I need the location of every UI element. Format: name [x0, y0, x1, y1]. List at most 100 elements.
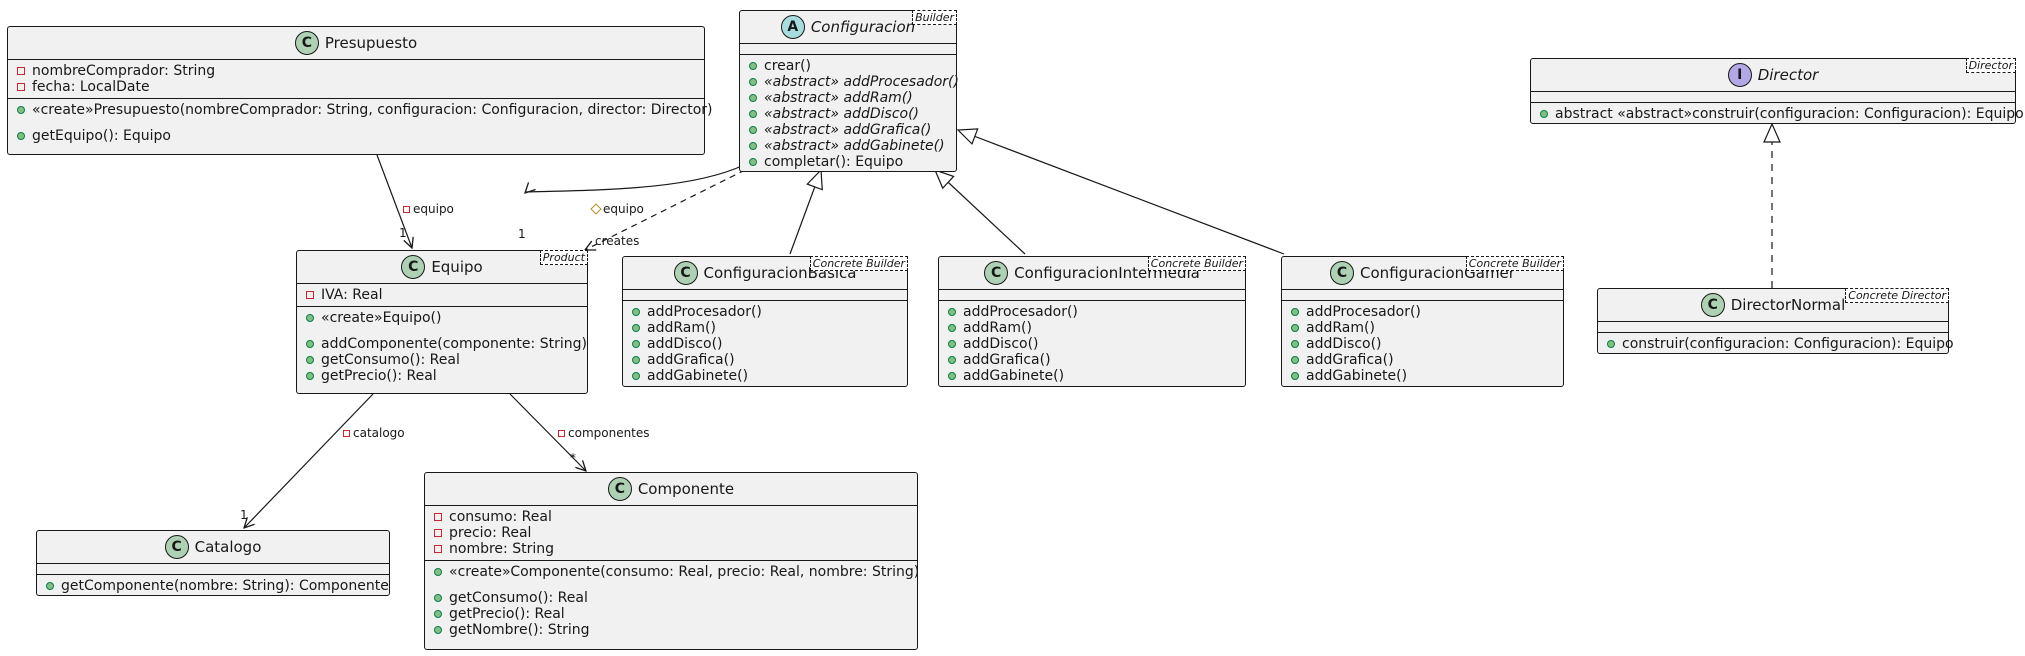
- interface-i-icon: I: [1727, 63, 1752, 87]
- class-c-icon: C: [1700, 293, 1725, 317]
- methods-section: abstract «abstract»construir(configuraci…: [1531, 103, 2024, 125]
- edge-label-presupuesto-equipo: equipo: [402, 202, 454, 216]
- public-icon: [1606, 340, 1616, 348]
- private-icon: [557, 430, 565, 437]
- stereotype-tag: Director: [1965, 58, 2016, 73]
- method-row: getConsumo(): Real: [297, 352, 587, 368]
- attribute-row: IVA: Real: [297, 287, 587, 303]
- public-icon: [433, 610, 443, 618]
- class-catalogo: C Catalogo getComponente(nombre: String)…: [36, 530, 390, 596]
- public-icon: [748, 110, 758, 118]
- edge-label-text: equipo: [603, 202, 644, 216]
- method-row: addGrafica(): [1282, 352, 1563, 368]
- public-icon: [16, 106, 26, 114]
- method-text: getConsumo(): Real: [321, 352, 460, 368]
- method-text: «create»Componente(consumo: Real, precio…: [449, 564, 920, 580]
- protected-icon: [592, 205, 600, 213]
- method-row: «abstract» addRam(): [740, 90, 956, 106]
- edge-label-text: equipo: [413, 202, 454, 216]
- attributes-section: [939, 290, 1245, 301]
- method-row: addGrafica(): [939, 352, 1245, 368]
- private-icon: [433, 545, 443, 553]
- multiplicity-equipo-catalogo: 1: [240, 508, 248, 522]
- method-text: getEquipo(): Equipo: [32, 128, 171, 144]
- public-icon: [947, 372, 957, 380]
- edge-label-configuracion-equipo: equipo: [592, 202, 644, 216]
- method-row: addRam(): [623, 320, 907, 336]
- edge-label-equipo-catalogo: catalogo: [342, 426, 405, 440]
- public-icon: [631, 340, 641, 348]
- attributes-section: consumo: Real precio: Real nombre: Strin…: [425, 506, 917, 561]
- method-row: «create»Equipo(): [297, 310, 587, 326]
- class-configuracion: A Configuracion Builder crear() «abstrac…: [739, 10, 959, 172]
- stereotype-tag: Concrete Builder: [1147, 256, 1246, 271]
- edge-label-creates: creates: [595, 234, 639, 248]
- private-icon: [402, 206, 410, 213]
- class-header: C Equipo Product: [297, 250, 588, 284]
- public-icon: [748, 94, 758, 102]
- class-header: C ConfiguracionBasica Concrete Builder: [623, 256, 908, 290]
- method-row: addProcesador(): [939, 304, 1245, 320]
- attributes-section: IVA: Real: [297, 284, 587, 307]
- method-row: addDisco(): [623, 336, 907, 352]
- multiplicity-equipo-componentes: *: [570, 451, 576, 465]
- class-c-icon: C: [607, 477, 632, 501]
- public-icon: [748, 142, 758, 150]
- public-icon: [748, 126, 758, 134]
- class-name: Equipo: [431, 258, 483, 276]
- public-icon: [1290, 356, 1300, 364]
- public-icon: [1539, 110, 1549, 118]
- public-icon: [631, 324, 641, 332]
- class-c-icon: C: [294, 31, 319, 55]
- method-row: abstract «abstract»construir(configuraci…: [1531, 106, 2024, 122]
- attribute-text: precio: Real: [449, 525, 532, 541]
- method-row: addGabinete(): [1282, 368, 1563, 384]
- method-text: «abstract» addRam(): [764, 90, 913, 106]
- class-c-icon: C: [673, 261, 698, 285]
- methods-section: construir(configuracion: Configuracion):…: [1598, 333, 1954, 355]
- method-row: completar(): Equipo: [740, 154, 956, 170]
- method-row: addDisco(): [939, 336, 1245, 352]
- method-text: addComponente(componente: String): [321, 336, 587, 352]
- method-row: getNombre(): String: [425, 622, 917, 638]
- public-icon: [1290, 372, 1300, 380]
- abstract-class-a-icon: A: [780, 15, 805, 39]
- stereotype-tag: Concrete Builder: [1465, 256, 1564, 271]
- method-text: «abstract» addDisco(): [764, 106, 920, 122]
- private-icon: [16, 67, 26, 75]
- method-row: «abstract» addProcesador(): [740, 74, 959, 90]
- class-header: C Componente: [425, 473, 917, 506]
- method-text: completar(): Equipo: [764, 154, 904, 170]
- class-director-normal: C DirectorNormal Concrete Director const…: [1597, 288, 1954, 355]
- attributes-section: [37, 564, 389, 575]
- class-name: Catalogo: [194, 538, 262, 556]
- attribute-row: precio: Real: [425, 525, 917, 541]
- edge-label-text: creates: [595, 234, 640, 248]
- edge-intermedia-configuracion: [935, 170, 1026, 255]
- edge-basica-configuracion: [789, 170, 821, 255]
- class-name: Configuracion: [810, 18, 916, 36]
- method-text: «abstract» addGabinete(): [764, 138, 945, 154]
- class-header: C Catalogo: [37, 531, 389, 564]
- method-text: addGabinete(): [963, 368, 1065, 384]
- attribute-text: consumo: Real: [449, 509, 552, 525]
- attributes-section: [740, 44, 956, 55]
- methods-section: getComponente(nombre: String): Component…: [37, 575, 389, 597]
- public-icon: [305, 314, 315, 322]
- class-configuracion-basica: C ConfiguracionBasica Concrete Builder a…: [622, 256, 908, 387]
- public-icon: [433, 568, 443, 576]
- public-icon: [947, 308, 957, 316]
- multiplicity-presupuesto-equipo: 1: [399, 226, 407, 240]
- public-icon: [1290, 340, 1300, 348]
- attributes-section: [623, 290, 907, 301]
- edge-label-text: componentes: [568, 426, 650, 440]
- method-text: addGrafica(): [647, 352, 735, 368]
- methods-section: addProcesador() addRam() addDisco() addG…: [1282, 301, 1563, 387]
- stereotype-tag: Builder: [912, 10, 957, 25]
- methods-section: addProcesador() addRam() addDisco() addG…: [623, 301, 907, 387]
- public-icon: [748, 78, 758, 86]
- attribute-row: fecha: LocalDate: [8, 79, 704, 95]
- method-text: getConsumo(): Real: [449, 590, 588, 606]
- method-row: addGabinete(): [939, 368, 1245, 384]
